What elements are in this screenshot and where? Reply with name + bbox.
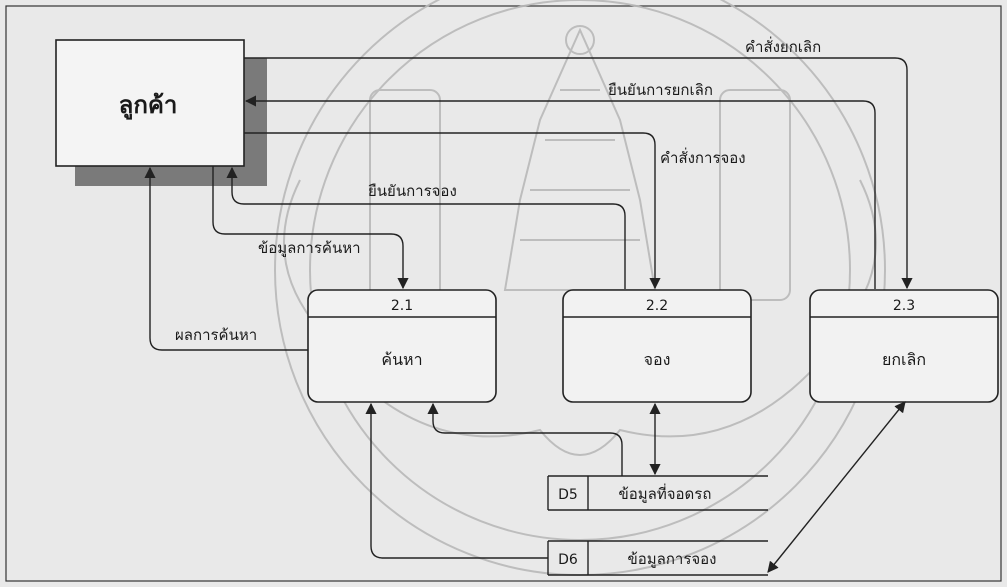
store-label: ข้อมูลการจอง: [627, 550, 716, 568]
data-store-d5[interactable]: D5 ข้อมูลที่จอดรถ: [548, 476, 768, 510]
university-seal-watermark: [275, 0, 885, 575]
flow-label-cancel-command: คำสั่งยกเลิก: [745, 36, 821, 56]
flow-confirm-cancel: [246, 101, 875, 289]
flow-booking-command: [244, 133, 655, 288]
process-2-1-search[interactable]: 2.1 ค้นหา: [308, 290, 496, 402]
flow-d5-to-search: [433, 404, 622, 476]
store-id: D5: [558, 487, 578, 503]
external-entity-customer[interactable]: ลูกค้า: [56, 40, 267, 186]
entity-label: ลูกค้า: [119, 91, 178, 120]
flow-label-confirm-cancel: ยืนยันการยกเลิก: [608, 81, 713, 99]
store-id: D6: [558, 552, 578, 568]
data-store-d6[interactable]: D6 ข้อมูลการจอง: [548, 541, 768, 575]
flow-d6-to-search: [371, 404, 548, 558]
process-label: จอง: [644, 350, 671, 369]
flow-label-confirm-booking: ยืนยันการจอง: [368, 182, 457, 200]
store-label: ข้อมูลที่จอดรถ: [619, 483, 712, 503]
process-2-2-booking[interactable]: 2.2 จอง: [563, 290, 751, 402]
flow-label-booking-command: คำสั่งการจอง: [660, 147, 746, 167]
process-id: 2.2: [646, 298, 668, 314]
process-2-3-cancel[interactable]: 2.3 ยกเลิก: [810, 290, 998, 402]
process-id: 2.1: [391, 298, 413, 314]
flow-cancel-d6: [768, 402, 905, 572]
process-label: ยกเลิก: [882, 350, 926, 369]
process-label: ค้นหา: [381, 350, 422, 369]
flow-label-search-info: ข้อมูลการค้นหา: [258, 239, 361, 257]
process-id: 2.3: [893, 298, 915, 314]
flow-label-search-result: ผลการค้นหา: [175, 326, 257, 344]
